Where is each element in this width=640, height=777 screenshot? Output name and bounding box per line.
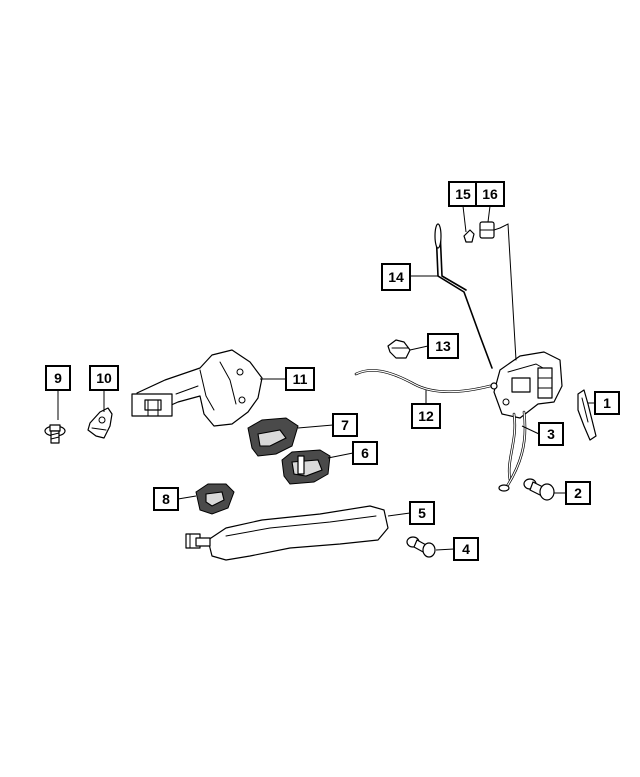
- callout-label-7: 7: [341, 417, 349, 433]
- callout-label-11: 11: [293, 371, 308, 387]
- part-3-latch-assembly: [493, 351, 563, 492]
- callout-12: 12: [411, 403, 441, 429]
- part-15-clip: [463, 229, 475, 243]
- callout-16: 16: [475, 181, 505, 207]
- callout-3: 3: [538, 422, 564, 446]
- part-5-outside-handle: [185, 505, 389, 561]
- callout-label-5: 5: [418, 505, 426, 521]
- part-16-rod-clip: [479, 221, 517, 361]
- callout-4: 4: [453, 537, 479, 561]
- callout-label-12: 12: [418, 408, 434, 424]
- leader-lines: [57, 205, 595, 551]
- callout-9: 9: [45, 365, 71, 391]
- callout-6: 6: [352, 441, 378, 465]
- part-7-handle-cover: [247, 417, 299, 457]
- callout-label-2: 2: [574, 485, 582, 501]
- part-12-cable: [354, 369, 498, 394]
- callout-label-1: 1: [603, 395, 611, 411]
- callout-label-3: 3: [547, 426, 555, 442]
- callout-label-6: 6: [361, 445, 369, 461]
- callout-5: 5: [409, 501, 435, 525]
- callout-label-15: 15: [455, 186, 471, 202]
- callout-14: 14: [381, 263, 411, 291]
- part-8-end-cap: [195, 483, 235, 515]
- part-2-bolt: [523, 478, 555, 501]
- callout-2: 2: [565, 481, 591, 505]
- callout-10: 10: [89, 365, 119, 391]
- part-4-bolt: [406, 536, 436, 558]
- part-11-handle-frame: [131, 349, 263, 427]
- part-10-bracket: [87, 407, 113, 439]
- callout-7: 7: [332, 413, 358, 437]
- callout-label-16: 16: [482, 186, 498, 202]
- part-14-lock-rod: [434, 223, 493, 369]
- part-1-bracket: [577, 389, 597, 441]
- callout-label-9: 9: [54, 370, 62, 386]
- callout-13: 13: [427, 333, 459, 359]
- callout-label-8: 8: [162, 491, 170, 507]
- callout-label-4: 4: [462, 541, 470, 557]
- callout-8: 8: [153, 487, 179, 511]
- callout-15: 15: [448, 181, 478, 207]
- part-9-bolt: [44, 424, 66, 444]
- callout-label-10: 10: [96, 370, 112, 386]
- part-6-handle-bezel: [281, 449, 331, 485]
- callout-label-14: 14: [388, 269, 404, 285]
- callout-1: 1: [594, 391, 620, 415]
- callout-11: 11: [285, 367, 315, 391]
- callout-label-13: 13: [435, 338, 451, 354]
- part-13-clip: [387, 339, 411, 359]
